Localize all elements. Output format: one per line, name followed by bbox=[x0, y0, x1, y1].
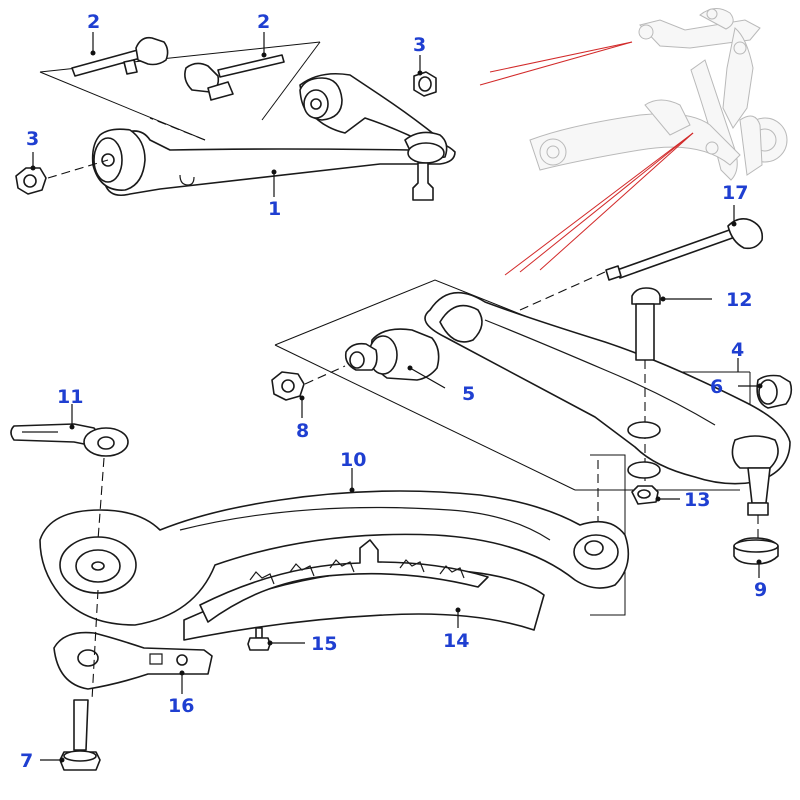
callout-15: 15 bbox=[311, 633, 337, 655]
axis-line-bolt-17 bbox=[519, 271, 606, 311]
leader-dot bbox=[90, 50, 96, 56]
front-lower-arm bbox=[39, 490, 630, 626]
upper-arm-bolt-left bbox=[71, 36, 169, 77]
leader-dot bbox=[655, 496, 661, 502]
leader-dot bbox=[267, 640, 273, 646]
callout-13: 13 bbox=[684, 489, 710, 511]
axis-line-nut-8 bbox=[304, 365, 346, 385]
callout-8: 8 bbox=[296, 420, 309, 442]
callout-16: 16 bbox=[168, 695, 194, 717]
callout-9: 9 bbox=[754, 579, 767, 601]
callout-3-left: 3 bbox=[26, 128, 39, 150]
leader-dot bbox=[407, 365, 413, 371]
axis-line-upper-left bbox=[47, 159, 109, 179]
leader-dot bbox=[455, 607, 461, 613]
leader-dot bbox=[299, 395, 305, 401]
leader-dot bbox=[349, 487, 355, 493]
leader-dot bbox=[271, 169, 277, 175]
heat-shield-14 bbox=[183, 539, 545, 641]
bracket-16 bbox=[53, 631, 213, 690]
upper-arm-nut-left bbox=[15, 167, 47, 195]
callout-1: 1 bbox=[268, 198, 281, 220]
callout-2-left: 2 bbox=[87, 11, 100, 33]
link-bracket-11 bbox=[10, 423, 129, 457]
locator-reference-lines bbox=[479, 41, 694, 276]
rear-lower-arm bbox=[424, 291, 791, 516]
leader-dot bbox=[30, 165, 36, 171]
rear-arm-bushing bbox=[344, 328, 440, 381]
callout-7: 7 bbox=[20, 750, 33, 772]
leader-dot bbox=[757, 383, 763, 389]
callout-3-right: 3 bbox=[413, 34, 426, 56]
rear-arm-bolt-long bbox=[605, 218, 764, 281]
bushing-6 bbox=[756, 374, 793, 409]
leader-part-5 bbox=[409, 367, 446, 389]
leader-dot bbox=[261, 52, 267, 58]
callout-11: 11 bbox=[57, 386, 83, 408]
callout-6: 6 bbox=[710, 376, 723, 398]
upper-control-arm bbox=[91, 72, 456, 201]
leader-dot bbox=[417, 70, 423, 76]
callout-5: 5 bbox=[462, 383, 475, 405]
rear-arm-nut bbox=[271, 371, 305, 401]
callout-17: 17 bbox=[722, 182, 748, 204]
leader-dot bbox=[69, 424, 75, 430]
upper-arm-bolt-right bbox=[184, 54, 285, 101]
leader-dot bbox=[660, 296, 666, 302]
leader-dot bbox=[59, 757, 65, 763]
leader-dot bbox=[731, 221, 737, 227]
vertical-bolt-12 bbox=[631, 287, 661, 361]
callout-14: 14 bbox=[443, 630, 469, 652]
callout-2-right: 2 bbox=[257, 11, 270, 33]
washers-13 bbox=[627, 421, 661, 505]
callout-4: 4 bbox=[731, 339, 744, 361]
bolt-7 bbox=[59, 699, 101, 771]
leader-dot bbox=[179, 670, 185, 676]
shield-bolt-15 bbox=[247, 627, 271, 651]
axis-line-bolt-7 bbox=[91, 589, 99, 701]
leader-dot bbox=[756, 559, 762, 565]
upper-arm-nut-right bbox=[413, 71, 437, 97]
callout-12: 12 bbox=[726, 289, 752, 311]
callout-10: 10 bbox=[340, 449, 366, 471]
locator-view-suspension-assembly bbox=[529, 8, 788, 181]
ball-joint-nut-9 bbox=[733, 537, 779, 565]
